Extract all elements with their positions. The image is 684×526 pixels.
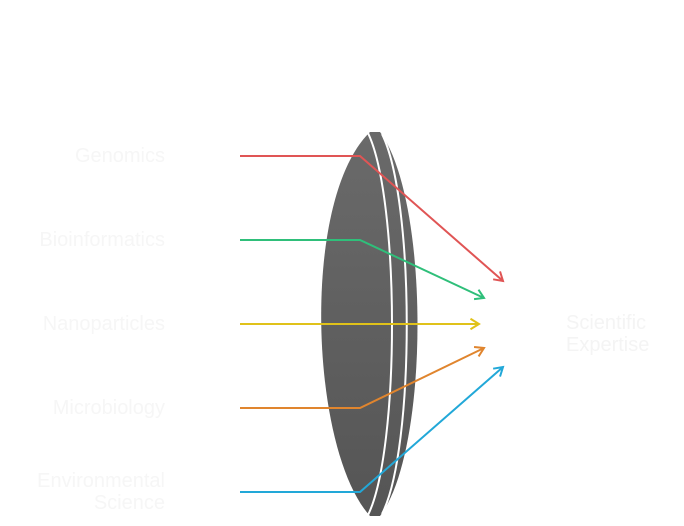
input-label-microbiology: Microbiology bbox=[52, 397, 165, 419]
arrowhead-nanoparticles-icon bbox=[469, 317, 481, 331]
input-label-nanoparticles: Nanoparticles bbox=[42, 313, 165, 335]
rays bbox=[240, 155, 505, 493]
arrowhead-genomics-icon bbox=[492, 271, 505, 283]
input-label-environmental-science: Environmental Science bbox=[37, 470, 165, 514]
ray-bioinformatics bbox=[240, 239, 485, 299]
ray-microbiology bbox=[240, 347, 485, 409]
input-label-bioinformatics: Bioinformatics bbox=[39, 229, 165, 251]
target-label: Scientific Expertise bbox=[566, 312, 650, 356]
arrowhead-microbiology-icon bbox=[473, 346, 486, 357]
input-label-genomics: Genomics bbox=[74, 145, 165, 167]
arrowhead-bioinformatics-icon bbox=[473, 289, 486, 301]
ray-genomics bbox=[240, 155, 504, 282]
arrowhead-environmental-science-icon bbox=[492, 365, 505, 377]
ray-environmental-science bbox=[240, 366, 504, 493]
